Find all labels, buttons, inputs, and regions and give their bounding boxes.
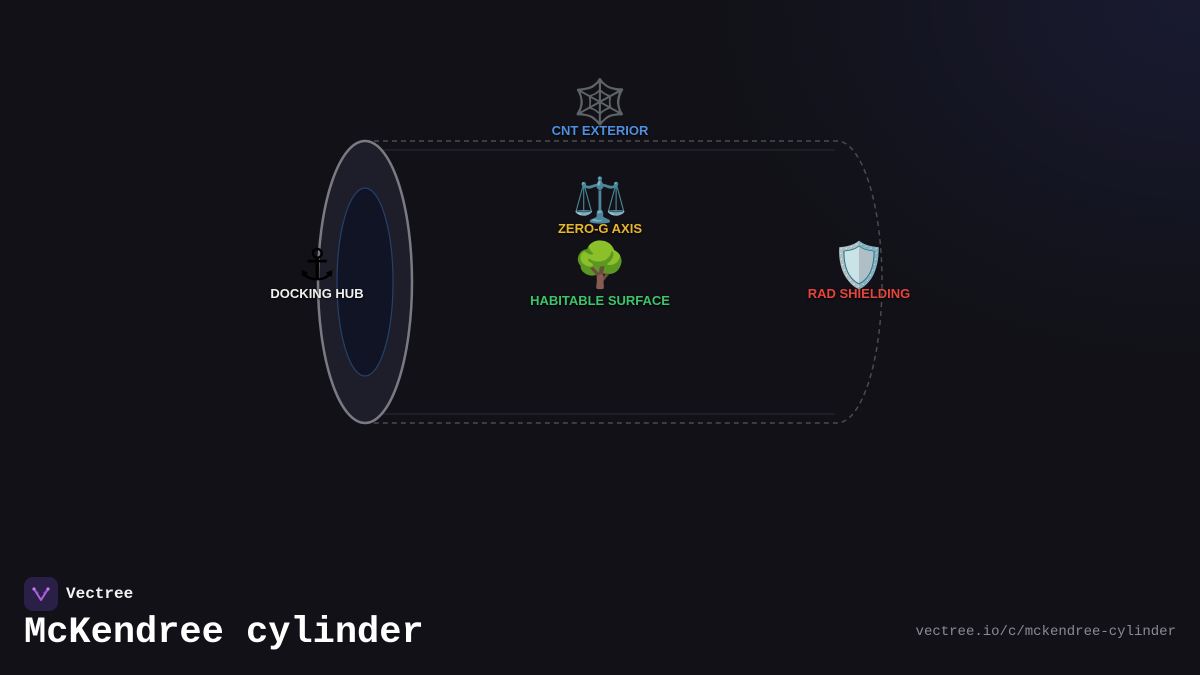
- node-label: HABITABLE SURFACE: [530, 293, 670, 308]
- cylinder-body-outline: [365, 140, 883, 424]
- page-url[interactable]: vectree.io/c/mckendree-cylinder: [915, 624, 1176, 640]
- node-habitable-surface: 🌳 HABITABLE SURFACE: [530, 243, 670, 308]
- shield-icon: 🛡️: [831, 240, 887, 291]
- node-label: ZERO-G AXIS: [557, 221, 643, 236]
- node-label: CNT EXTERIOR: [551, 123, 649, 138]
- node-label: DOCKING HUB: [270, 286, 364, 301]
- node-rad-shielding: 🛡️ RAD SHIELDING: [808, 243, 911, 301]
- page-title: McKendree cylinder: [24, 612, 424, 654]
- tree-icon: 🌳: [572, 240, 628, 291]
- node-label: RAD SHIELDING: [807, 286, 911, 301]
- brand: Vectree: [24, 577, 133, 611]
- node-docking-hub: ⚓ DOCKING HUB: [270, 243, 363, 301]
- spiderweb-icon: 🕸️: [572, 77, 628, 128]
- cylinder-end-cap-opening: [336, 187, 394, 377]
- node-zero-g-axis: ⚖️ ZERO-G AXIS: [558, 178, 642, 236]
- brand-name: Vectree: [66, 585, 134, 603]
- anchor-icon: ⚓: [297, 240, 337, 291]
- vectree-logo-icon: [24, 577, 58, 611]
- node-cnt-exterior: 🕸️ CNT EXTERIOR: [552, 80, 649, 138]
- scales-icon: ⚖️: [572, 175, 628, 226]
